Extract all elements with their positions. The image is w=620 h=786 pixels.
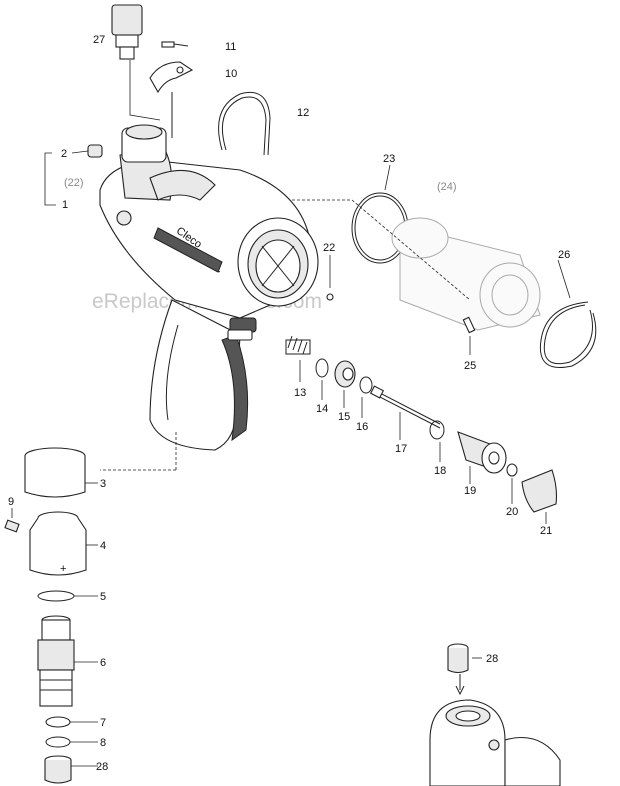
- part-18-o-ring: [429, 420, 445, 440]
- part-28-bushing-left: [44, 755, 72, 784]
- label-part-4: 4: [100, 540, 106, 552]
- part-15-valve-seat: [334, 360, 356, 388]
- part-19-valve-bushing: [457, 431, 507, 474]
- label-part-23: 23: [383, 153, 395, 165]
- part-21-trigger-cap: [521, 469, 558, 513]
- label-part-1: 1: [62, 199, 68, 211]
- part-9-set-screw: [4, 519, 20, 533]
- part-26-retaining-ring: [539, 301, 597, 368]
- label-part-19: 19: [464, 485, 476, 497]
- housing-detail-view: [429, 699, 561, 786]
- part-22-ball: [326, 293, 334, 301]
- label-part-8: 8: [100, 737, 106, 749]
- label-part-9: 9: [8, 496, 14, 508]
- part-13-spring: [285, 335, 311, 355]
- label-part-24: (24): [437, 181, 457, 193]
- label-part-17: 17: [395, 443, 407, 455]
- label-part-7: 7: [100, 717, 106, 729]
- part-8-retaining-ring: [45, 736, 71, 748]
- label-part-6: 6: [100, 657, 106, 669]
- part-14-o-ring: [315, 358, 329, 378]
- label-part-16: 16: [356, 421, 368, 433]
- label-part-2: 2: [61, 148, 67, 160]
- label-part-25: 25: [464, 360, 476, 372]
- label-part-14: 14: [316, 403, 328, 415]
- label-part-5: 5: [100, 591, 106, 603]
- part-17-valve-stem: [369, 385, 441, 429]
- svg-text:+: +: [60, 563, 66, 575]
- part-6-spindle: [37, 615, 75, 707]
- part-7-washer: [45, 716, 71, 728]
- label-part-22: 22: [323, 242, 335, 254]
- label-part-21: 21: [540, 525, 552, 537]
- label-part-13: 13: [294, 387, 306, 399]
- part-25-pin: [462, 316, 476, 334]
- label-part-28-left: 28: [96, 761, 108, 773]
- part-20-o-ring: [506, 463, 518, 477]
- label-part-15: 15: [338, 411, 350, 423]
- label-part-12: 12: [297, 107, 309, 119]
- part-3-collar: [24, 447, 86, 498]
- label-part-3: 3: [100, 478, 106, 490]
- part-28-bushing-detail: [447, 643, 469, 674]
- label-part-10: 10: [225, 68, 237, 80]
- label-part-27: 27: [93, 34, 105, 46]
- label-part-28-right: 28: [486, 653, 498, 665]
- part-2-plug: [87, 144, 103, 158]
- label-part-20: 20: [506, 506, 518, 518]
- label-part-22-ref: (22): [64, 177, 84, 189]
- part-11-screw: [161, 41, 189, 48]
- part-10-clip: [149, 61, 194, 94]
- part-27-inlet-fitting: [111, 4, 143, 60]
- part-12-hanger: [218, 92, 271, 156]
- label-part-18: 18: [434, 465, 446, 477]
- part-5-o-ring: [37, 590, 75, 602]
- part-16-washer: [359, 376, 373, 394]
- part-24-motor-reference: [391, 217, 541, 331]
- part-1-tool-housing: [99, 124, 319, 451]
- label-part-26: 26: [558, 249, 570, 261]
- part-4-nose-housing: +: [29, 511, 87, 576]
- label-part-11: 11: [225, 41, 236, 53]
